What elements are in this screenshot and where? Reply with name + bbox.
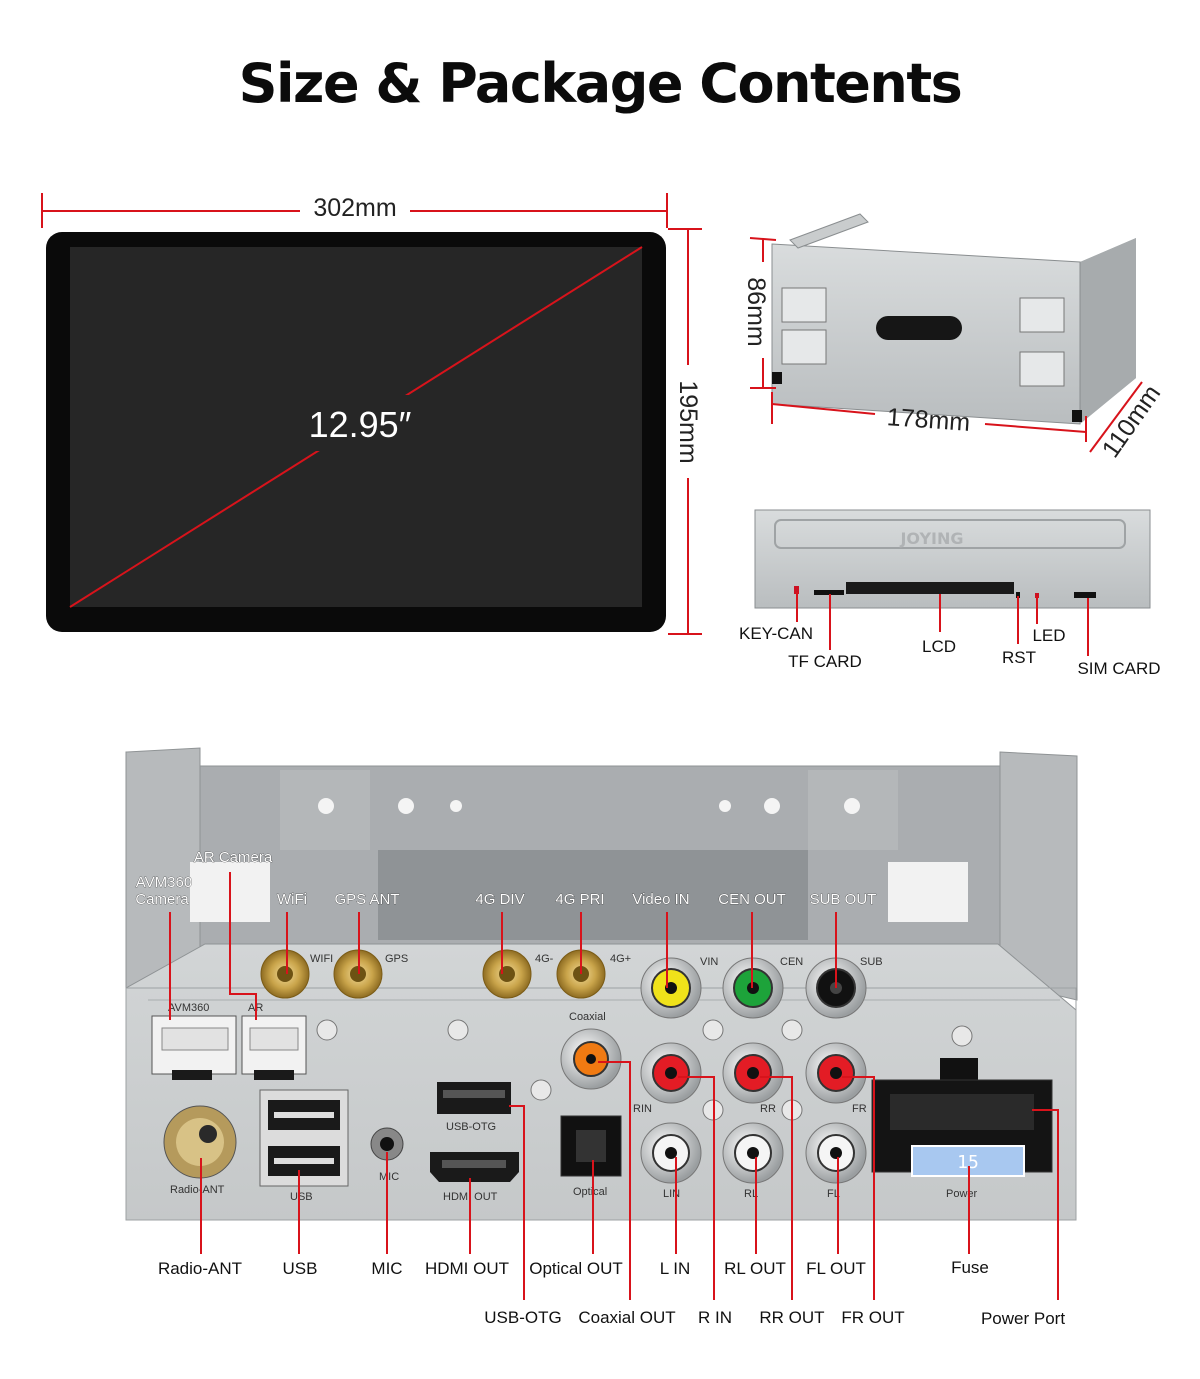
usb-otg-port xyxy=(437,1082,511,1114)
usb-port xyxy=(259,1089,349,1187)
label-l-in: L IN xyxy=(660,1259,691,1278)
label-r-in: R IN xyxy=(698,1308,732,1327)
silk-gps: GPS xyxy=(385,953,408,965)
label-4g-div: 4G DIV xyxy=(475,891,524,908)
avm360-camera-port xyxy=(151,1015,237,1080)
label-hdmi-out: HDMI OUT xyxy=(425,1259,509,1278)
fr-out-port xyxy=(805,1042,867,1104)
label-optical-out: Optical OUT xyxy=(529,1259,623,1278)
silk-4g-plus: 4G+ xyxy=(610,953,631,965)
label-lcd: LCD xyxy=(922,637,956,656)
page-title: Size & Package Contents xyxy=(238,52,963,115)
silk-power: Power xyxy=(946,1188,978,1200)
4g-div-antenna-port xyxy=(482,949,532,999)
screen-width-dimension: 302mm xyxy=(41,193,668,228)
silk-rin: RIN xyxy=(633,1103,652,1115)
label-rst: RST xyxy=(1002,648,1036,667)
label-tf-card: TF CARD xyxy=(788,652,862,671)
label-sim-card: SIM CARD xyxy=(1077,659,1160,678)
bottom-leader-lines xyxy=(200,1061,1059,1300)
diagonal-label-bg xyxy=(300,395,432,451)
label-rr-out: RR OUT xyxy=(759,1308,824,1327)
silk-coaxial: Coaxial xyxy=(569,1011,606,1023)
cage-front-leaders xyxy=(796,592,1089,656)
label-usb-otg: USB-OTG xyxy=(484,1308,561,1327)
silk-usb: USB xyxy=(290,1191,313,1203)
silk-4g-minus: 4G- xyxy=(535,953,554,965)
label-coaxial-out: Coaxial OUT xyxy=(578,1308,675,1327)
cage-height-label: 86mm xyxy=(742,277,770,346)
label-wifi: WiFi xyxy=(277,891,307,908)
label-key-can: KEY-CAN xyxy=(739,624,813,643)
silk-wifi: WIFI xyxy=(310,953,333,965)
screen-illustration: 12.95″ xyxy=(46,232,666,632)
optical-out-port xyxy=(560,1115,622,1177)
radio-antenna-port xyxy=(163,1105,237,1179)
label-radio-ant: Radio-ANT xyxy=(158,1259,242,1278)
rl-out-port xyxy=(722,1122,784,1184)
label-fl-out: FL OUT xyxy=(806,1259,866,1278)
diagonal-value: 12.95″ xyxy=(309,404,412,445)
cage-width-dimension: 178mm xyxy=(771,392,1087,442)
mic-jack xyxy=(370,1127,404,1161)
cage-height-dimension: 86mm xyxy=(742,237,777,389)
cage-width-label: 178mm xyxy=(886,403,971,437)
silk-mic: MIC xyxy=(379,1171,399,1183)
cage-illustration xyxy=(771,213,1136,425)
label-cen-out: CEN OUT xyxy=(718,891,786,908)
silk-cen: CEN xyxy=(780,956,803,968)
silk-fl: FL xyxy=(827,1188,840,1200)
label-led: LED xyxy=(1032,626,1065,645)
label-usb: USB xyxy=(283,1259,318,1278)
label-fr-out: FR OUT xyxy=(841,1308,904,1327)
label-gps-ant: GPS ANT xyxy=(334,891,399,908)
label-4g-pri: 4G PRI xyxy=(555,891,604,908)
silk-usb-otg: USB-OTG xyxy=(446,1121,496,1133)
power-port: 15 xyxy=(871,1058,1053,1177)
screen-height-dimension: 195mm xyxy=(668,228,702,635)
fl-out-port xyxy=(805,1122,867,1184)
silk-rr: RR xyxy=(760,1103,776,1115)
wifi-antenna-port xyxy=(260,949,310,999)
ar-camera-port xyxy=(241,1015,307,1080)
coaxial-out-port xyxy=(560,1028,622,1090)
label-ar-camera: AR Camera xyxy=(194,849,273,866)
silk-sub: SUB xyxy=(860,956,883,968)
video-in-port xyxy=(640,957,702,1019)
silk-avm360: AVM360 xyxy=(168,1002,209,1014)
cage-front-illustration: JOYING xyxy=(754,509,1151,609)
cage-brand-text: JOYING xyxy=(899,529,963,548)
label-mic: MIC xyxy=(371,1259,402,1278)
silk-optical: Optical xyxy=(573,1186,607,1198)
label-fuse: Fuse xyxy=(951,1258,989,1277)
silk-lin: LIN xyxy=(663,1188,680,1200)
l-in-port xyxy=(640,1122,702,1184)
r-in-port xyxy=(640,1042,702,1104)
hdmi-out-port xyxy=(430,1152,519,1182)
rr-out-port xyxy=(722,1042,784,1104)
screen-height-label: 195mm xyxy=(674,380,702,463)
label-avm360-line1: AVM360 xyxy=(136,874,192,891)
silk-fr: FR xyxy=(852,1103,867,1115)
silk-radio-ant: Radio-ANT xyxy=(170,1184,225,1196)
fuse-value: 15 xyxy=(957,1152,979,1173)
screen-width-label: 302mm xyxy=(313,194,396,222)
label-sub-out: SUB OUT xyxy=(810,891,877,908)
label-power-port: Power Port xyxy=(981,1309,1065,1328)
label-rl-out: RL OUT xyxy=(724,1259,786,1278)
silk-rl: RL xyxy=(744,1188,758,1200)
silk-vin: VIN xyxy=(700,956,718,968)
back-panel-illustration: 15 WIFI GPS 4G- 4G+ VIN CEN SUB Coaxial … xyxy=(125,747,1078,1221)
label-video-in: Video IN xyxy=(632,891,689,908)
top-leader-lines xyxy=(169,872,837,1020)
label-avm360-line2: Camera xyxy=(135,891,189,908)
